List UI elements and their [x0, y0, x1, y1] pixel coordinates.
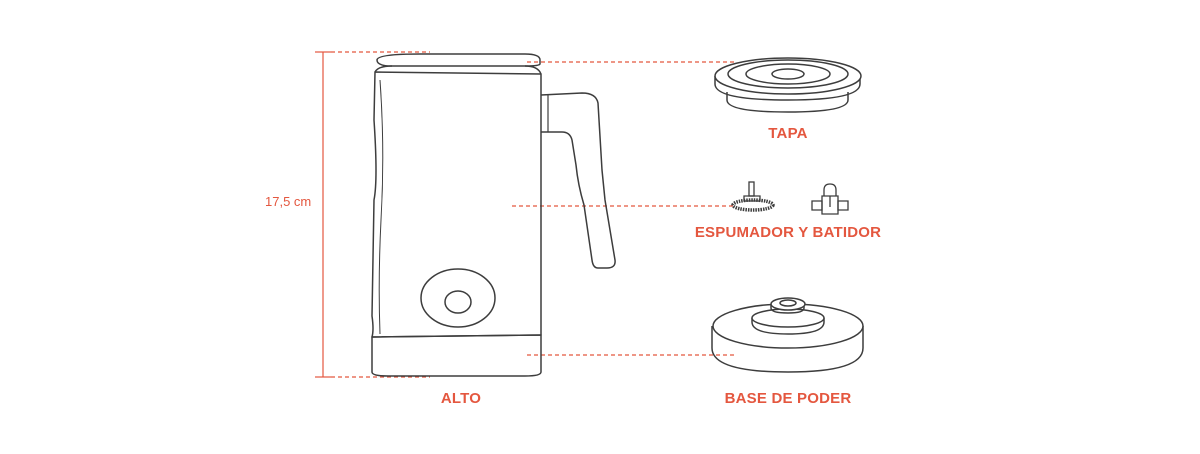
jug-button-outer — [420, 268, 496, 328]
jug-base-band — [371, 334, 542, 377]
flat-whisk-right-fin — [837, 200, 849, 211]
lid-plug-side — [726, 92, 849, 113]
jug-rim-lip — [374, 65, 542, 75]
spring-whisk-coil — [731, 198, 775, 212]
lid-rim-side — [714, 76, 861, 101]
lid-ring-3 — [771, 68, 805, 80]
jug-body-highlight — [378, 79, 384, 335]
lid-ring-1 — [727, 59, 849, 89]
flat-whisk-left-fin — [811, 200, 823, 211]
height-measure-label: 17,5 cm — [265, 194, 312, 209]
lid-ring-2 — [745, 63, 831, 85]
jug-handle — [540, 92, 616, 269]
spring-whisk-stem — [748, 181, 755, 197]
power-base-icon — [711, 297, 864, 373]
connectors — [512, 61, 735, 356]
flat-whisk-loop — [823, 183, 837, 196]
base-pin-side — [770, 304, 805, 314]
jug-label: ALTO — [440, 390, 482, 407]
whisks-label: ESPUMADOR Y BATIDOR — [694, 224, 882, 241]
base-pin-top — [770, 297, 806, 311]
lid-icon — [714, 57, 862, 113]
spring-whisk-icon — [731, 181, 775, 212]
jug-body — [371, 71, 542, 338]
height-dimension — [315, 51, 430, 378]
base-connector-top — [751, 308, 825, 328]
base-pin-hole — [779, 299, 797, 307]
jug-button-inner — [444, 290, 472, 314]
base-label: BASE DE PODER — [724, 390, 852, 407]
milk-frother-jug-icon — [371, 53, 616, 377]
flat-whisk-icon — [811, 183, 849, 215]
base-side — [711, 326, 864, 373]
lid-label: TAPA — [768, 125, 808, 142]
base-connector-side — [751, 318, 825, 335]
jug-rim — [376, 53, 541, 67]
